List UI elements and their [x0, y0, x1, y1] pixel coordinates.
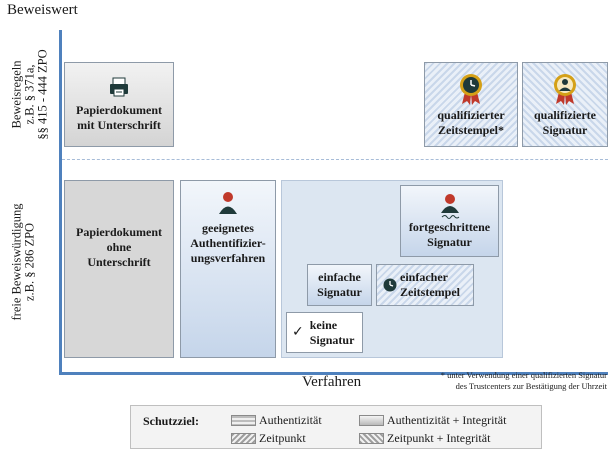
box-simple-timestamp-line1: einfacher [400, 270, 448, 284]
row-label-top-line2: z.B. § 371a, [22, 63, 37, 125]
row-label-top-line3: §§ 415 - 444 ZPO [35, 48, 50, 140]
box-qualified-timestamp: qualifizierter Zeitstempel* [424, 62, 518, 147]
row-label-bottom-line1: freie Beweiswürdigung [8, 203, 23, 321]
clock-icon [383, 278, 397, 292]
box-no-signature-line2: Signatur [309, 332, 355, 347]
box-qualified-timestamp-line2: Zeitstempel* [438, 122, 504, 137]
checkmark-icon: ✓ [292, 324, 304, 340]
document-printer-icon [108, 77, 130, 97]
legend-swatch-zeitpunkt [231, 433, 256, 444]
person-seal-icon [550, 72, 580, 106]
legend-item-authentizitaet: Authentizität [231, 413, 322, 428]
box-paper-unsigned: Papierdokument ohne Unterschrift [64, 180, 174, 358]
row-label-top-line1: Beweisregeln [9, 59, 24, 129]
box-qualified-signature: qualifizierte Signatur [522, 62, 608, 147]
box-simple-signature: einfache Signatur [307, 264, 372, 306]
box-simple-timestamp-line2: Zeitstempel [400, 285, 460, 299]
box-qualified-signature-line1: qualifizierte [534, 107, 596, 122]
box-simple-timestamp-text: einfacher Zeitstempel [400, 270, 460, 300]
box-paper-unsigned-line3: Unterschrift [87, 255, 151, 269]
box-paper-signed: Papierdokument mit Unterschrift [64, 62, 174, 147]
box-auth-procedure-line1: geeignetes [202, 221, 254, 235]
x-axis-title: Verfahren [302, 374, 362, 390]
box-paper-signed-line2: mit Unterschrift [77, 117, 161, 132]
footnote-line2: des Trustcenters zur Bestätigung der Uhr… [455, 381, 607, 391]
legend-swatch-authentizitaet-integritaet [359, 415, 384, 426]
box-advanced-signature: fortgeschrittene Signatur [400, 185, 499, 257]
box-simple-signature-line2: Signatur [317, 285, 362, 299]
legend-label-authentizitaet-integritaet: Authentizität + Integrität [387, 413, 507, 427]
person-icon [218, 191, 238, 215]
box-no-signature-text: keine Signatur [310, 318, 355, 348]
box-paper-unsigned-line2: ohne [106, 240, 132, 254]
legend-item-zeitpunkt: Zeitpunkt [231, 431, 306, 446]
footnote-line1: * unter Verwendung einer qualifizierten … [440, 370, 607, 380]
box-auth-procedure: geeignetes Authentifizier- ungsverfahren [180, 180, 276, 358]
box-no-signature: ✓ keine Signatur [286, 312, 363, 353]
y-axis-line [59, 30, 62, 375]
box-paper-signed-line1: Papierdokument [75, 102, 162, 117]
legend-item-authentizitaet-integritaet: Authentizität + Integrität [359, 413, 506, 428]
box-simple-signature-line1: einfache [318, 270, 361, 284]
legend-item-zeitpunkt-integritaet: Zeitpunkt + Integrität [359, 431, 490, 446]
box-no-signature-line1: keine [309, 317, 338, 332]
box-auth-procedure-line2: Authentifizier- [190, 236, 266, 250]
box-simple-timestamp: einfacher Zeitstempel [376, 264, 474, 306]
legend-label-authentizitaet: Authentizität [259, 413, 322, 427]
legend-title: Schutzziel: [143, 414, 199, 428]
row-divider [62, 159, 608, 160]
footnote: * unter Verwendung einer qualifizierten … [385, 370, 607, 392]
box-advanced-signature-line2: Signatur [427, 234, 472, 249]
y-axis-title: Beweiswert [7, 2, 78, 18]
clock-seal-icon [456, 72, 486, 106]
box-paper-unsigned-line1: Papierdokument [75, 225, 162, 239]
legend-swatch-authentizitaet [231, 415, 256, 426]
person-signature-icon [438, 193, 462, 219]
box-qualified-signature-line2: Signatur [542, 122, 588, 137]
x-axis-line [59, 372, 608, 375]
legend-label-zeitpunkt-integritaet: Zeitpunkt + Integrität [387, 431, 491, 445]
legend-label-zeitpunkt: Zeitpunkt [259, 431, 306, 445]
box-auth-procedure-line3: ungsverfahren [190, 251, 266, 265]
legend: Schutzziel: Authentizität Authentizität … [130, 405, 542, 449]
box-advanced-signature-line1: fortgeschrittene [408, 219, 491, 234]
row-label-bottom-line2: z.B. § 286 ZPO [21, 222, 36, 302]
box-qualified-timestamp-line1: qualifizierter [437, 107, 505, 122]
legend-swatch-zeitpunkt-integritaet [359, 433, 384, 444]
